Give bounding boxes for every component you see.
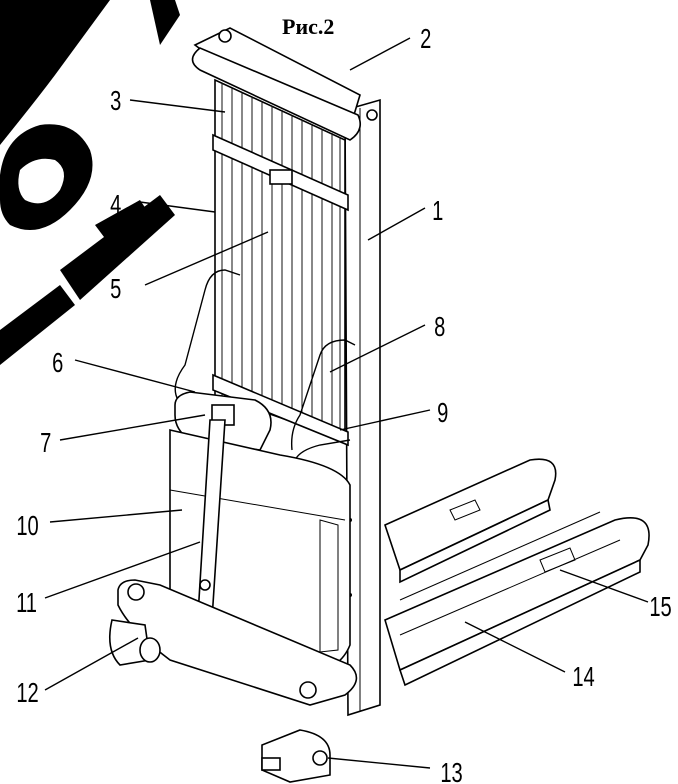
forks [384,458,650,687]
callout-5: 5 [110,274,121,305]
callout-13: 13 [440,758,462,784]
callout-10: 10 [16,511,38,542]
right-wheel [261,729,331,783]
callout-11: 11 [16,588,37,619]
load-guard [212,78,349,447]
callout-12: 12 [16,678,38,709]
leader-lines [44,37,649,769]
top-crossbar [191,27,378,141]
callout-6: 6 [52,348,63,379]
callout-8: 8 [434,312,445,343]
figure-title: Рис.2 [282,14,335,39]
callout-1-2: 2 [420,24,431,55]
callout-4: 4 [110,190,121,221]
mast [344,98,381,717]
callout-3: 3 [110,86,121,117]
watermark [0,0,180,365]
callout-1: 1 [432,196,443,227]
callout-15: 15 [649,592,671,623]
callout-labels: 2 3 4 5 1 6 7 8 9 10 11 12 13 14 15 [16,24,672,784]
callout-14: 14 [572,662,594,693]
callout-7: 7 [40,428,51,459]
callout-9: 9 [437,398,448,429]
